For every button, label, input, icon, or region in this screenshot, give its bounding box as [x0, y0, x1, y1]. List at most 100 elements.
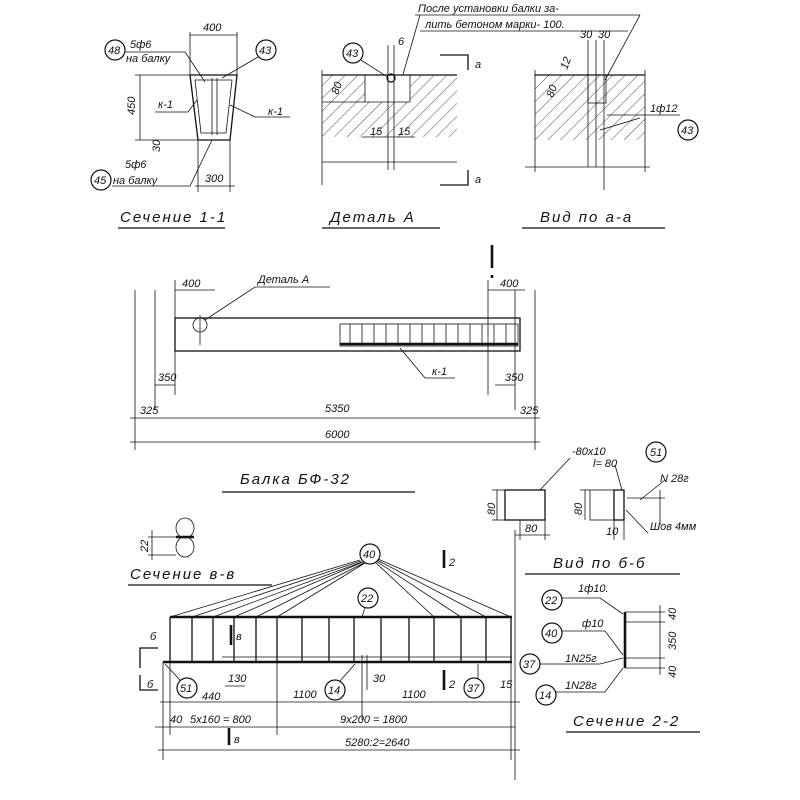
- dim-top-40: 40: [667, 607, 679, 620]
- view-b-mark: 51: [650, 447, 662, 459]
- s22-mark-22: 22: [544, 595, 557, 607]
- s22-bar-22: 1ф10.: [578, 583, 609, 595]
- plate-h1: 80: [486, 502, 498, 515]
- s22-bar-14: 1N28г: [565, 680, 597, 692]
- dim-80: 80: [545, 83, 561, 99]
- frame-mark-14: 14: [328, 685, 340, 697]
- dim-30-b: 30: [598, 29, 611, 41]
- frame-mark-51: 51: [180, 683, 192, 695]
- dim-325-right: 325: [520, 405, 539, 417]
- frame-mark-37: 37: [467, 683, 480, 695]
- cut-b-top: б: [150, 631, 157, 643]
- dim-40: 40: [170, 714, 183, 726]
- dim-length: 6000: [325, 429, 350, 441]
- cut-v-bottom: в: [234, 734, 240, 746]
- dim-right: 15: [398, 126, 411, 138]
- dim-130: 130: [228, 673, 247, 685]
- mark-48-circle: [104, 39, 126, 61]
- detail-mark-circle: [342, 42, 364, 64]
- frame-mark-22-circle: [357, 587, 379, 609]
- dim-12: 12: [559, 55, 574, 71]
- view-b-b: 80 80 80 10 N 28г Шов 4мм -80х10 l= 80 5…: [486, 441, 697, 780]
- dim-400-right: 400: [500, 278, 519, 290]
- concrete-note: После установки балки за- лить бетоном м…: [397, 3, 641, 93]
- cut-a-top: a: [475, 59, 481, 71]
- dim-bottom-40: 40: [667, 665, 679, 678]
- frame-label-right: к-1: [268, 106, 283, 118]
- view-b-b-title: Вид по б-б: [553, 555, 646, 572]
- frame-mark-40: 40: [363, 549, 376, 561]
- s22-mark-37: 37: [523, 659, 536, 671]
- bars-bottom-sub: на балку: [113, 175, 159, 187]
- view-mark-circle: [677, 119, 699, 141]
- dim-350: 350: [667, 631, 679, 650]
- plate-thickness: 10: [606, 526, 619, 538]
- section-v-v: 22 Сечение в-в: [128, 517, 272, 586]
- frame-mark-22: 22: [360, 593, 373, 605]
- s22-bar-40: ф10: [582, 618, 604, 630]
- plate-length: l= 80: [593, 458, 618, 470]
- dim-gap: 6: [398, 36, 405, 48]
- cut-b-bottom: б: [147, 679, 154, 691]
- view-mark: 43: [681, 125, 694, 137]
- dim-left: 15: [370, 126, 383, 138]
- mark-43: 43: [259, 45, 272, 57]
- mark-48: 48: [108, 45, 121, 57]
- dim-width-top: 400: [203, 22, 222, 34]
- dim-30: 30: [373, 673, 386, 685]
- detail-a: 6 43 80 15 15 a a Деталь А: [321, 36, 481, 229]
- frame-mark-40-circle: [359, 543, 381, 565]
- dim-cover: 30: [151, 139, 163, 152]
- dim-350-right: 350: [505, 372, 524, 384]
- dim-350-left: 350: [158, 372, 177, 384]
- mark-43-circle: [255, 39, 277, 61]
- s22-mark-40-circle: [541, 622, 563, 644]
- section-2-2: 40 350 40 22 1ф10. 40 ф10 37 1N25г 14 1N…: [519, 583, 700, 733]
- detail-a-callout: Деталь А: [256, 274, 309, 286]
- mark-45-circle: [90, 169, 112, 191]
- s22-mark-14-circle: [535, 684, 557, 706]
- frame-mark-51-circle: [176, 677, 198, 699]
- dim-800: 5х160 = 800: [190, 714, 252, 726]
- section-2-2-title: Сечение 2-2: [573, 713, 680, 730]
- dim-depth: 80: [330, 80, 346, 96]
- dim-22: 22: [139, 540, 151, 553]
- cut-2-top: 2: [448, 557, 455, 569]
- bars-top-label: 5ф6: [130, 39, 152, 51]
- plate-h2: 80: [573, 502, 585, 515]
- view-b-mark-circle: [645, 441, 667, 463]
- bars-bottom-label: 5ф6: [125, 159, 147, 171]
- plate-label: -80х10: [572, 446, 607, 458]
- dim-15: 15: [500, 679, 513, 691]
- dim-width-bottom: 300: [205, 173, 224, 185]
- mark-45: 45: [94, 175, 107, 187]
- note-line-1: После установки балки за-: [418, 3, 559, 15]
- angle-label: N 28г: [660, 473, 689, 485]
- dim-400-left: 400: [182, 278, 201, 290]
- cut-a-bottom: a: [475, 174, 481, 186]
- s22-bar-37: 1N25г: [565, 653, 597, 665]
- detail-mark: 43: [346, 48, 359, 60]
- section-1-1: 400 450 48 5ф6 на балку 43 к-1 к-1 30 45…: [90, 22, 290, 229]
- section-1-1-title: Сечение 1-1: [120, 209, 227, 226]
- detail-a-title: Деталь А: [328, 209, 416, 226]
- dim-span: 5350: [325, 403, 350, 415]
- beam-title: Балка БФ-32: [240, 471, 351, 488]
- frame-k1-label: к-1: [432, 366, 447, 378]
- reinforcement-frame: 40 22 2 2 в в б б 51 440 130 1100 14 30 …: [139, 543, 520, 760]
- section-v-v-title: Сечение в-в: [130, 566, 236, 583]
- cut-2-bottom: 2: [448, 679, 455, 691]
- dim-1100-right: 1100: [402, 689, 427, 701]
- bars-top-sub: на балку: [126, 53, 172, 65]
- dim-30-a: 30: [580, 29, 593, 41]
- frame-mark-14-circle: [324, 679, 346, 701]
- plate-w1: 80: [525, 523, 538, 535]
- bar-1f12: 1ф12: [650, 103, 678, 115]
- beam-bf-32: 400 400 Деталь А к-1 350 350 325 325 535…: [130, 245, 540, 493]
- dim-2640: 5280:2=2640: [345, 737, 410, 749]
- dim-height: 450: [126, 96, 138, 115]
- s22-mark-40: 40: [545, 628, 558, 640]
- frame-mark-37-circle: [463, 677, 485, 699]
- dim-1100-left: 1100: [293, 689, 318, 701]
